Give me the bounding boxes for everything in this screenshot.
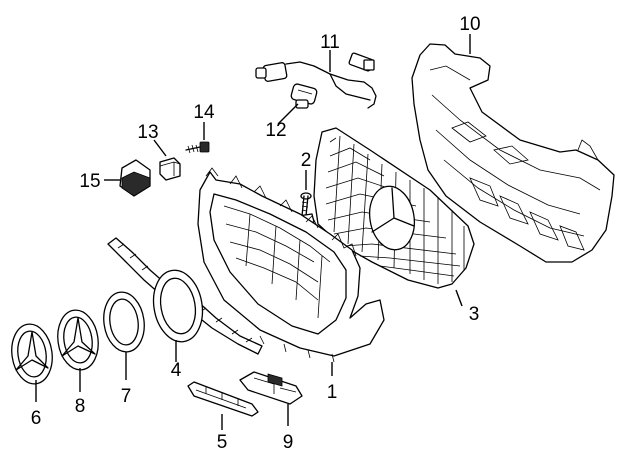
callout-3: 3 bbox=[469, 304, 480, 325]
star-emblem-front-drawing bbox=[11, 323, 53, 385]
callout-1: 1 bbox=[327, 382, 338, 403]
callout-5: 5 bbox=[217, 432, 228, 453]
support-bracket-drawing bbox=[411, 43, 615, 263]
bolt-drawing bbox=[185, 141, 210, 154]
retainer-clip-drawing bbox=[119, 159, 151, 197]
star-emblem-rear-drawing bbox=[57, 309, 99, 371]
callout-6: 6 bbox=[31, 408, 42, 429]
callout-15: 15 bbox=[79, 171, 100, 192]
leader-lines bbox=[35, 34, 471, 430]
leader-3 bbox=[455, 289, 463, 307]
callout-14: 14 bbox=[193, 102, 215, 123]
leader-13 bbox=[153, 139, 167, 157]
sensor-connector-drawing bbox=[290, 83, 318, 109]
callout-7: 7 bbox=[121, 386, 132, 407]
callout-11: 11 bbox=[320, 32, 340, 53]
callout-12: 12 bbox=[265, 120, 286, 141]
callout-2: 2 bbox=[301, 150, 312, 171]
emblem-ring-drawing bbox=[103, 291, 145, 353]
wire-harness-drawing bbox=[255, 52, 377, 109]
callout-9: 9 bbox=[283, 432, 294, 453]
callout-4: 4 bbox=[171, 360, 182, 381]
lower-bracket-drawing bbox=[187, 381, 259, 417]
callout-13: 13 bbox=[137, 122, 158, 143]
grille-shell-drawing bbox=[197, 167, 385, 363]
leader-12 bbox=[277, 103, 299, 125]
mount-block-drawing bbox=[239, 371, 303, 405]
grille-mesh-drawing bbox=[313, 127, 475, 289]
callout-labels: 1 2 3 4 5 6 7 8 9 10 11 12 13 14 15 bbox=[31, 14, 481, 453]
callout-8: 8 bbox=[75, 396, 86, 417]
emblem-bracket-trim-drawing bbox=[107, 237, 263, 355]
callout-10: 10 bbox=[459, 14, 480, 35]
clip-nut-drawing bbox=[159, 157, 181, 181]
